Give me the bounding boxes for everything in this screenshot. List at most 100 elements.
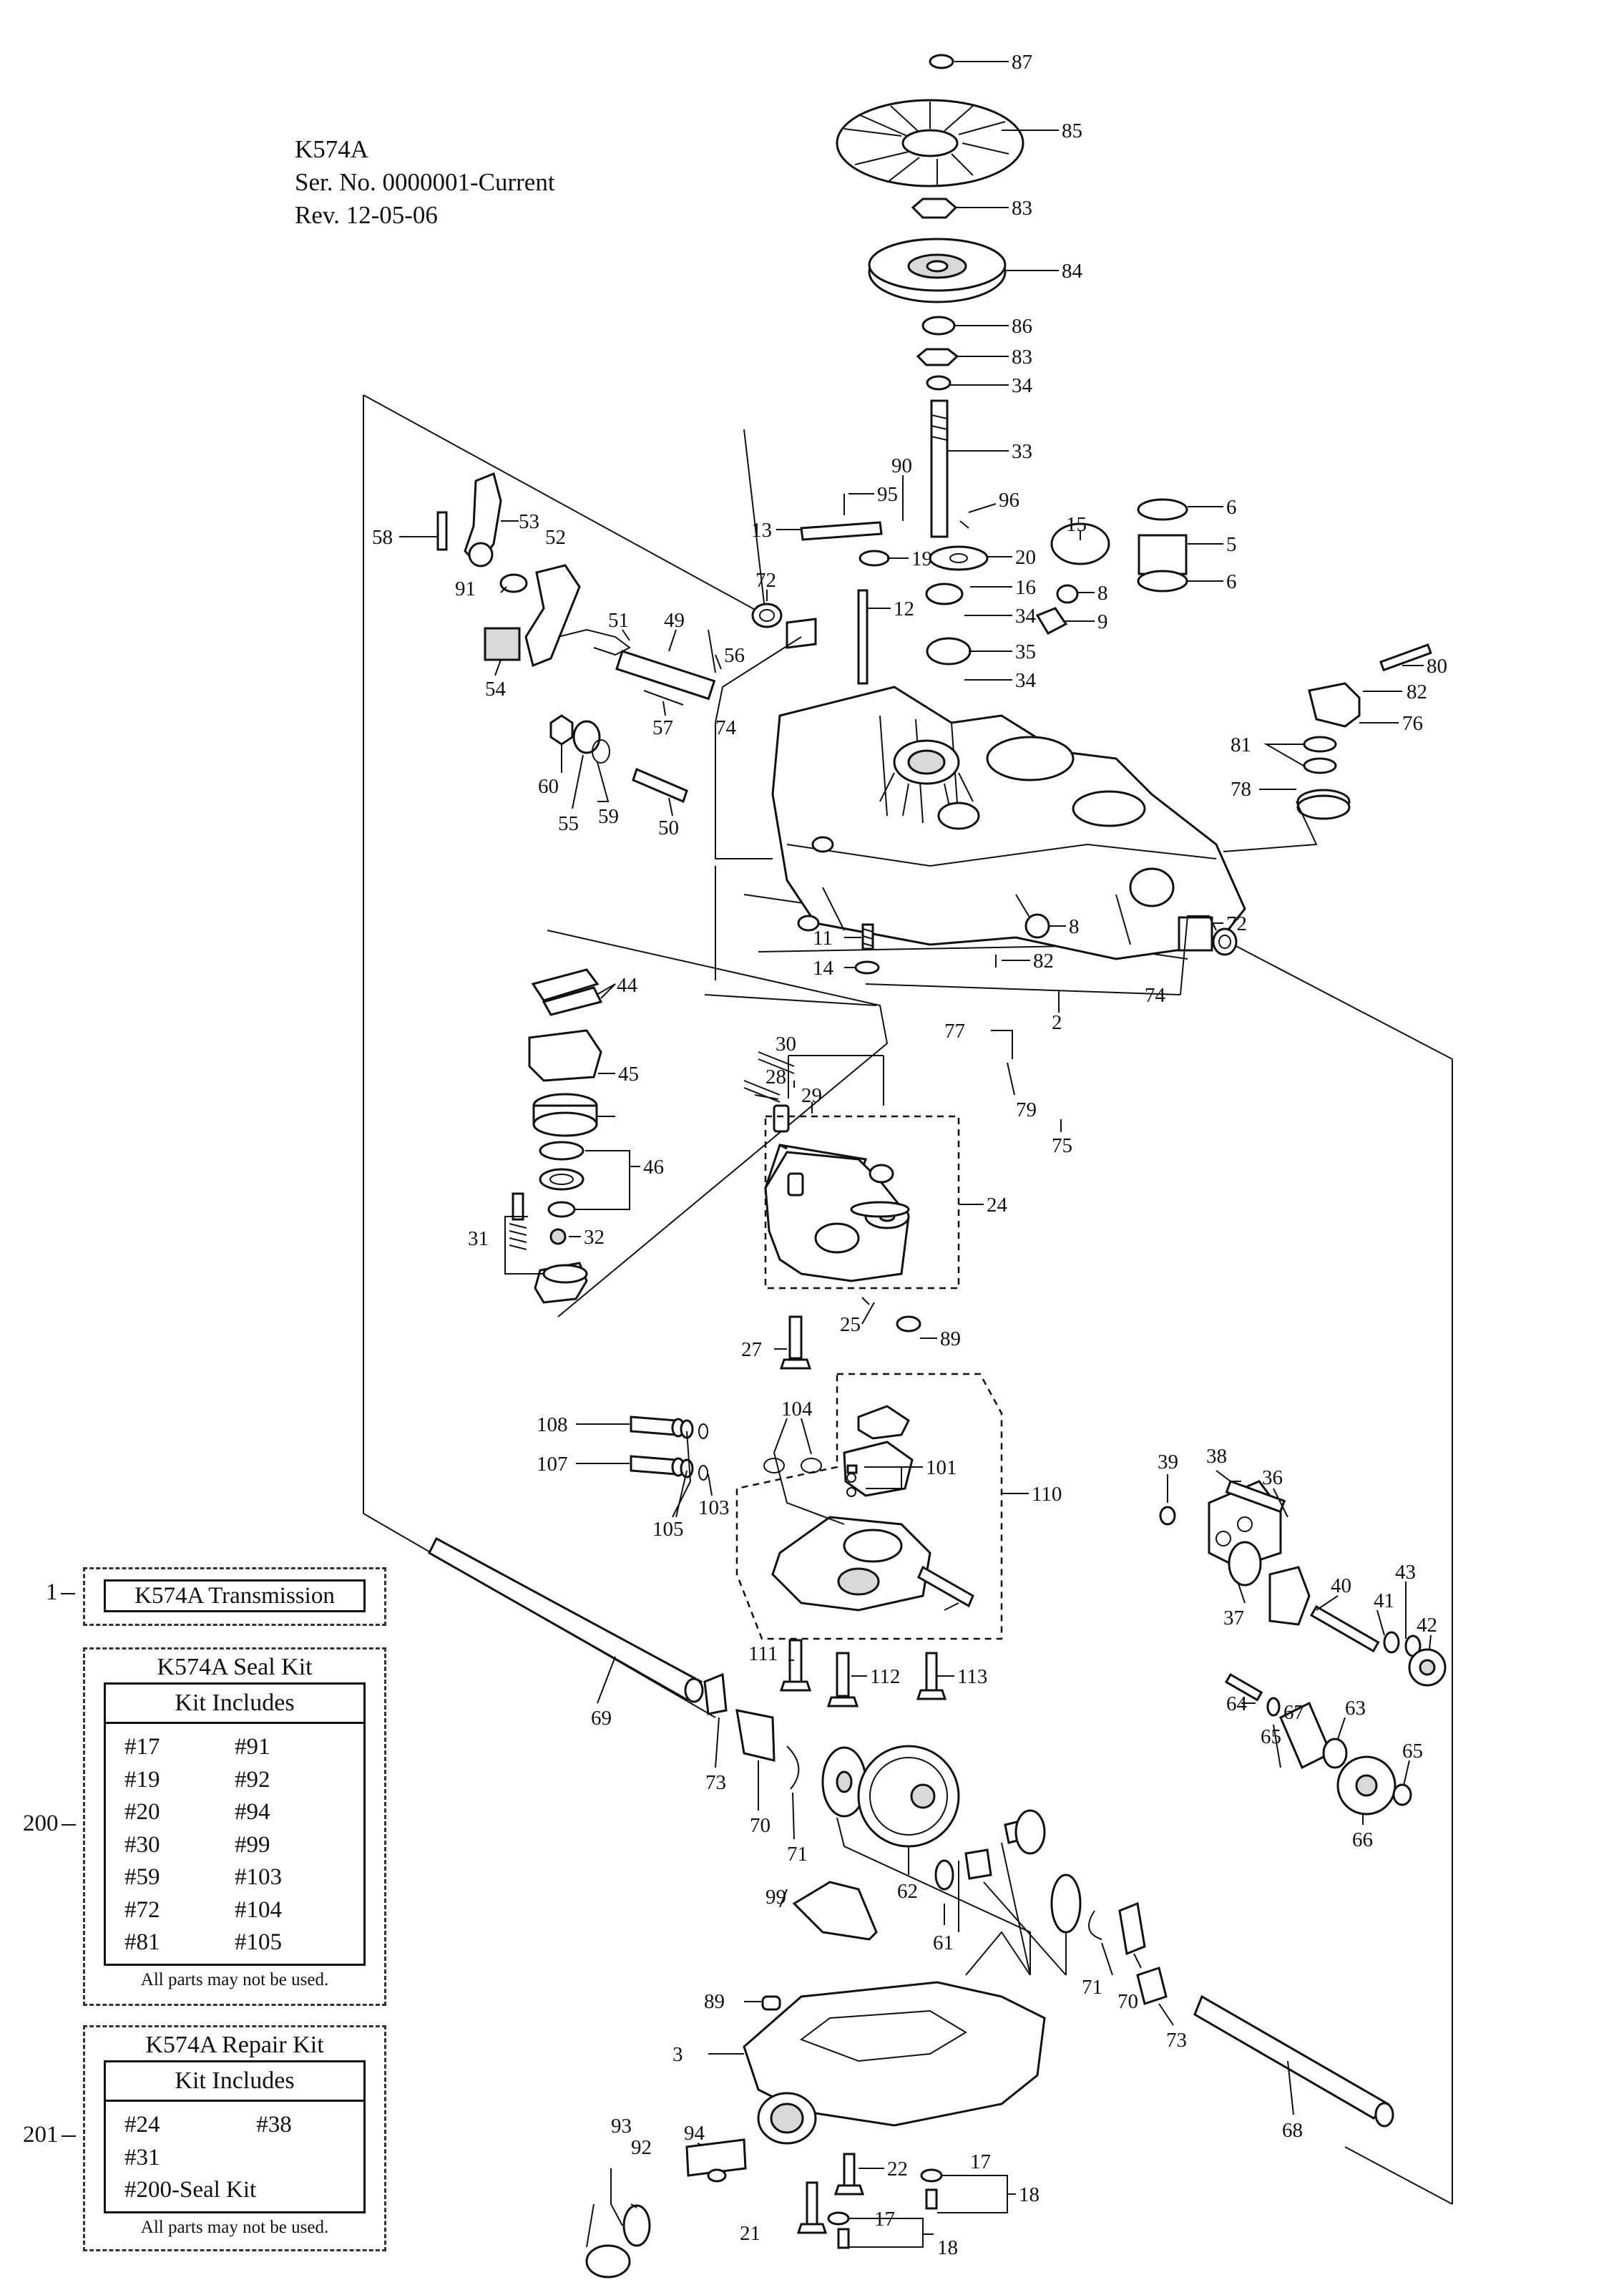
- repair-kit-item: #31: [124, 2144, 160, 2170]
- callout-label: 32: [584, 1226, 605, 1249]
- callout-label: 68: [1282, 2119, 1303, 2142]
- callout-label: 101: [926, 1456, 957, 1479]
- frame-lines: [363, 394, 1453, 2205]
- callout-label: 54: [485, 678, 507, 701]
- seal-kit-item: #19: [124, 1766, 160, 1793]
- callout-label: 8: [1069, 915, 1080, 938]
- callout-label: 11: [813, 927, 833, 950]
- seal-kit-item: #92: [235, 1766, 270, 1793]
- callout-label: 38: [1206, 1445, 1227, 1468]
- callout-label: 96: [999, 489, 1019, 512]
- callout-label: 65: [1261, 1725, 1281, 1748]
- repair-kit-item: [256, 2142, 345, 2175]
- callout-label: 41: [1374, 1589, 1394, 1612]
- callout-label: 73: [705, 1771, 726, 1794]
- callout-label: 81: [1231, 734, 1251, 756]
- callout-label: 46: [643, 1156, 664, 1179]
- callout-label: 66: [1352, 1828, 1373, 1851]
- callout-label: 89: [940, 1327, 961, 1350]
- upper-housing-2: [771, 686, 1246, 960]
- pulley-84: [868, 238, 1007, 303]
- callout-label: 77: [944, 1020, 965, 1043]
- callout-label: 34: [1015, 605, 1037, 628]
- callout-label: 6: [1226, 496, 1237, 519]
- callout-label: 37: [1223, 1607, 1244, 1629]
- callout-label: 18: [937, 2236, 958, 2259]
- callout-label: 107: [537, 1453, 568, 1476]
- callout-label: 65: [1402, 1740, 1423, 1763]
- callout-label: 83: [1012, 197, 1032, 220]
- callout-label: 92: [631, 2136, 652, 2159]
- transmission-label-box: K574A Transmission: [104, 1579, 366, 1612]
- callout-label: 39: [1158, 1451, 1178, 1473]
- seal-kit-item: #91: [235, 1734, 270, 1760]
- callout-label: 58: [372, 526, 393, 549]
- serial-number: Ser. No. 0000001-Current: [295, 168, 555, 196]
- callout-label: 31: [468, 1227, 489, 1250]
- callout-label: 79: [1016, 1098, 1037, 1121]
- callout-label: 28: [765, 1066, 786, 1088]
- callout-label: 56: [724, 644, 745, 667]
- seal-kit-item: #94: [235, 1799, 270, 1825]
- callout-label: 91: [455, 578, 476, 600]
- callout-label: 112: [870, 1665, 900, 1688]
- callout-label: 34: [1015, 669, 1037, 692]
- callout-label: 35: [1015, 640, 1036, 663]
- model-title: K574A: [295, 135, 369, 163]
- callout-label: 80: [1427, 655, 1447, 678]
- callout-label: 72: [755, 569, 776, 592]
- callout-label: 40: [1331, 1574, 1351, 1597]
- seal-kit-item: #20: [124, 1799, 160, 1825]
- callout-label: 24: [987, 1194, 1008, 1217]
- callout-label: 83: [1012, 346, 1032, 369]
- callout-label: 70: [750, 1814, 771, 1837]
- callout-label: 90: [891, 454, 912, 477]
- callout-label: 84: [1062, 260, 1083, 283]
- callout-label: 59: [598, 805, 619, 828]
- callout-label: 29: [801, 1084, 822, 1107]
- callout-label: 71: [1082, 1976, 1102, 1999]
- leader-lines: [399, 61, 1432, 2248]
- callout-label: 30: [776, 1033, 796, 1056]
- bevel-gear: [821, 1746, 867, 1818]
- seal-kit-item-number: 200: [23, 1811, 76, 1837]
- callout-label: 71: [787, 1843, 808, 1866]
- callout-label: 78: [1231, 778, 1251, 801]
- callout-label: 74: [1145, 984, 1166, 1007]
- seal-kit-item: #105: [235, 1929, 282, 1955]
- callout-label: 103: [698, 1496, 730, 1519]
- repair-kit-item: #24: [124, 2112, 160, 2138]
- callout-label: 63: [1345, 1697, 1366, 1720]
- callout-label: 44: [617, 974, 638, 997]
- callout-label: 18: [1019, 2183, 1040, 2206]
- callout-label: 85: [1062, 120, 1082, 142]
- callout-label: 49: [664, 609, 685, 632]
- repair-kit-subtitle: Kit Includes: [106, 2062, 363, 2102]
- callout-label: 19: [911, 547, 932, 570]
- callout-label: 50: [658, 817, 679, 839]
- gear-66: [1336, 1755, 1396, 1816]
- transmission-label: K574A Transmission: [134, 1583, 335, 1609]
- callout-label: 60: [538, 775, 559, 798]
- callout-label: 13: [751, 519, 772, 542]
- seal-kit-item: #59: [124, 1864, 160, 1890]
- callout-label: 34: [1012, 374, 1033, 397]
- callout-label: 22: [887, 2158, 908, 2181]
- callout-label: 70: [1117, 1990, 1138, 2013]
- seal-kit-box: K574A Seal Kit Kit Includes #17 #91 #19 …: [83, 1647, 386, 2006]
- callout-label: 2: [1052, 1011, 1062, 1034]
- callout-label: 61: [933, 1931, 954, 1954]
- callout-label: 94: [684, 2122, 705, 2145]
- callout-label: 25: [840, 1313, 861, 1336]
- fan-assembly: [836, 54, 1024, 538]
- ring-gear-62: [857, 1745, 960, 1848]
- fan-85: [836, 99, 1024, 187]
- callout-label: 72: [1226, 912, 1247, 935]
- repair-kit-item: #38: [256, 2112, 292, 2138]
- seal-kit-table: Kit Includes #17 #91 #19 #92 #20 #94 #30…: [104, 1682, 366, 1966]
- transmission-box: K574A Transmission: [83, 1567, 386, 1626]
- callout-label: 20: [1015, 546, 1036, 569]
- callout-label: 95: [877, 483, 898, 506]
- callout-label: 9: [1097, 610, 1108, 633]
